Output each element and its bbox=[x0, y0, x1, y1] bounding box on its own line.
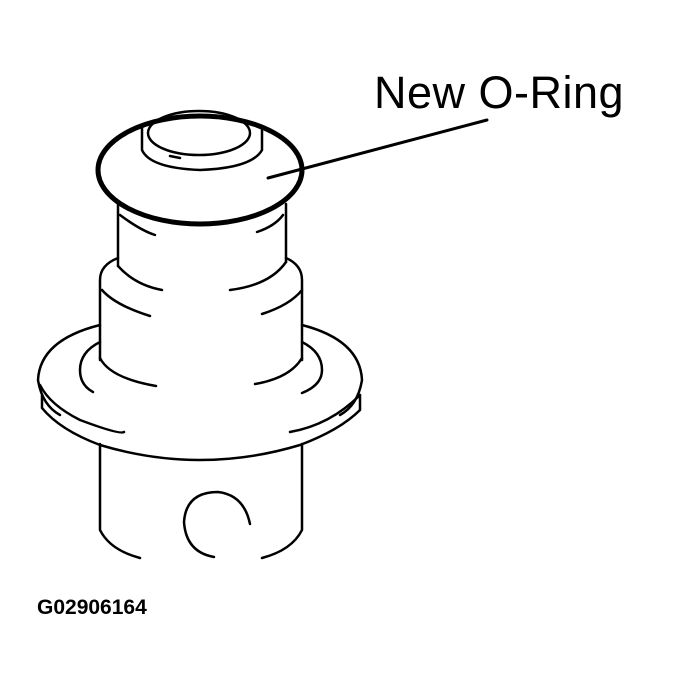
callout-new-o-ring: New O-Ring bbox=[374, 67, 625, 118]
port-hole bbox=[182, 490, 252, 559]
o-ring bbox=[95, 113, 305, 227]
top-cap bbox=[140, 109, 264, 172]
figure-id: G02906164 bbox=[37, 596, 147, 619]
middle-cylinder bbox=[98, 256, 304, 362]
upper-cylinder bbox=[116, 202, 288, 292]
lower-body bbox=[98, 442, 304, 560]
flange bbox=[36, 323, 364, 462]
callout-leader-line bbox=[266, 118, 489, 180]
